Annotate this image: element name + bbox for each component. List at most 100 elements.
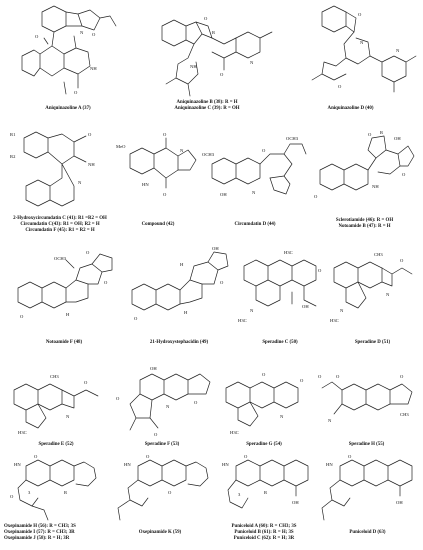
atom-label-r: R bbox=[380, 130, 384, 135]
compound-caption: Puniceloid A (60): R = CH3; 3S Puniceloi… bbox=[212, 524, 316, 542]
atom-label-h3c: H3C bbox=[18, 430, 27, 435]
caption-line: Oxepinamide H (56): R = CH3; 3S bbox=[4, 524, 76, 529]
atom-label-o: O bbox=[35, 34, 39, 39]
atom-label-n: N bbox=[78, 180, 82, 185]
compound-caption: Circumdatin D (44) bbox=[200, 222, 310, 228]
caption-line: Aniquinazoline D (40) bbox=[327, 106, 374, 111]
compound-63: O HN OH Puniceloid D (63) bbox=[316, 454, 419, 548]
atom-label-o: O bbox=[154, 432, 158, 437]
compound-44: OCH3 OCH3 OH O N Circumdatin D (44) bbox=[200, 124, 310, 236]
structure-44: OCH3 OCH3 OH O N bbox=[202, 136, 307, 197]
atom-label-h3c: H3C bbox=[330, 318, 339, 323]
atom-label-och3: OCH3 bbox=[54, 256, 67, 261]
atom-label-r2: R2 bbox=[10, 154, 16, 159]
atom-label-oh: OH bbox=[292, 500, 299, 505]
structure-53: OH O N O O bbox=[116, 366, 211, 437]
atom-label-o: O bbox=[163, 132, 167, 137]
atom-label-nh: NH bbox=[190, 64, 197, 69]
atom-label-n: N bbox=[280, 414, 284, 419]
caption-line: 2-Hydroxycircumdatin C (41): R1 =R2 = OH bbox=[13, 216, 107, 221]
caption-line: Notoamide F (48) bbox=[45, 340, 83, 345]
caption-line: Puniceloid D (63) bbox=[349, 530, 386, 535]
atom-label-o: O bbox=[400, 374, 404, 379]
atom-label-n: N bbox=[328, 418, 332, 423]
atom-label-ch3: CH3 bbox=[400, 412, 409, 417]
atom-label-hn: HN bbox=[326, 462, 333, 467]
compound-52: CH3 N O H3C Speradine E (52) bbox=[4, 360, 108, 454]
compound-46-47: O R OH O O NH Sclerotiamide (46): R = OH… bbox=[310, 124, 419, 236]
atom-label-h3c: H3C bbox=[230, 430, 239, 435]
compound-50: H3C O OH N H3C Speradine C (50) bbox=[234, 240, 326, 352]
atom-label-o: O bbox=[400, 258, 404, 263]
compound-55: O O N O CH3 Speradine H (55) bbox=[314, 360, 419, 454]
atom-label-o: O bbox=[358, 12, 362, 17]
atom-label-o: O bbox=[220, 280, 224, 285]
atom-label-o: O bbox=[86, 250, 90, 255]
caption-line: Oxepinamide I (57): R = CH3; 3R bbox=[4, 530, 75, 535]
atom-label-oh: OH bbox=[212, 246, 219, 251]
compound-caption: Speradine G (54) bbox=[214, 442, 314, 448]
atom-label-o: O bbox=[262, 148, 266, 153]
atom-label-r: R bbox=[212, 30, 216, 35]
caption-line: Speradine F (53) bbox=[144, 442, 180, 447]
atom-label-n: N bbox=[360, 40, 364, 45]
compound-42: MeO O O HN N Compound (42) bbox=[116, 124, 200, 236]
caption-line: Compound (42) bbox=[141, 222, 175, 227]
structure-41-43-45: R1 R2 O NH N bbox=[10, 131, 95, 207]
atom-label-o: O bbox=[116, 396, 120, 401]
structure-51: CH3 N O N H3C bbox=[330, 252, 413, 323]
atom-label-three: 3 bbox=[28, 490, 31, 495]
atom-label-h3c: H3C bbox=[284, 250, 293, 255]
compound-caption: Aniquinazoline B (38): R = H Aniquinazol… bbox=[132, 100, 282, 112]
atom-label-o: O bbox=[134, 316, 138, 321]
caption-line: Speradine H (55) bbox=[348, 442, 385, 447]
atom-label-o: O bbox=[402, 172, 406, 177]
caption-line: Aniquinazoline B (38): R = H bbox=[176, 100, 238, 105]
atom-label-o: O bbox=[318, 268, 322, 273]
atom-label-oh: OH bbox=[394, 136, 401, 141]
atom-label-nh: NH bbox=[90, 66, 97, 71]
atom-label-o: O bbox=[220, 72, 224, 77]
compound-53: OH O N O O Speradine F (53) bbox=[110, 360, 214, 454]
caption-line: Sclerotiamide (46): R = OH bbox=[335, 218, 394, 223]
compound-40: O N O N Aniquinazoline D (40) bbox=[282, 4, 419, 116]
atom-label-o: O bbox=[368, 132, 372, 137]
structure-56-58: O HN O 3 R bbox=[10, 454, 97, 521]
atom-label-o: O bbox=[104, 280, 108, 285]
compound-caption: Speradine E (52) bbox=[4, 442, 108, 448]
structure-60-62: O HN 3 R OH bbox=[222, 454, 309, 509]
atom-label-oh: OH bbox=[150, 366, 157, 371]
atom-label-n: N bbox=[396, 48, 400, 53]
caption-line: Circumdatin D (44) bbox=[234, 222, 276, 227]
compound-48: OCH3 O O H O Notoamide F (48) bbox=[4, 240, 124, 352]
atom-label-ch3: CH3 bbox=[374, 252, 383, 257]
caption-line: 21-Hydroxystephacidin (49) bbox=[149, 340, 209, 345]
compound-caption: Puniceloid D (63) bbox=[316, 530, 419, 536]
caption-line: Puniceloid B (61): R = H; 3S bbox=[234, 530, 294, 535]
structure-40: O N O N bbox=[311, 5, 417, 93]
compound-caption: 21-Hydroxystephacidin (49) bbox=[124, 340, 234, 346]
caption-line: Oxepinamide J (58): R = H; 3R bbox=[4, 536, 70, 541]
compound-37: O N NH O O Aniquinazoline A (37) bbox=[4, 4, 132, 116]
atom-label-o: O bbox=[300, 378, 304, 383]
atom-label-nh: NH bbox=[88, 162, 95, 167]
compound-59: O HN O Oxepinamide K (59) bbox=[108, 454, 212, 548]
atom-label-n: N bbox=[80, 30, 84, 35]
atom-label-n: N bbox=[66, 414, 70, 419]
caption-line: Notoamide B (47): R = H bbox=[338, 224, 391, 229]
compound-caption: Sclerotiamide (46): R = OH Notoamide B (… bbox=[310, 218, 419, 230]
atom-label-n: N bbox=[386, 292, 390, 297]
compound-caption: 2-Hydroxycircumdatin C (41): R1 =R2 = OH… bbox=[4, 216, 116, 234]
atom-label-och3: OCH3 bbox=[286, 136, 299, 141]
compound-41-43-45: R1 R2 O NH N 2-Hydroxycircumdatin C (41)… bbox=[4, 124, 116, 236]
atom-label-hn: HN bbox=[222, 462, 229, 467]
atom-label-o: O bbox=[244, 454, 248, 459]
compound-caption: Speradine C (50) bbox=[234, 340, 326, 346]
atom-label-n: N bbox=[250, 60, 254, 65]
atom-label-o: O bbox=[20, 314, 24, 319]
atom-label-o: O bbox=[314, 194, 318, 199]
caption-line: Oxepinamide K (59) bbox=[138, 530, 182, 535]
atom-label-o: O bbox=[262, 372, 266, 377]
structure-48: OCH3 O O H O bbox=[17, 250, 113, 319]
atom-label-h: H bbox=[180, 262, 184, 267]
